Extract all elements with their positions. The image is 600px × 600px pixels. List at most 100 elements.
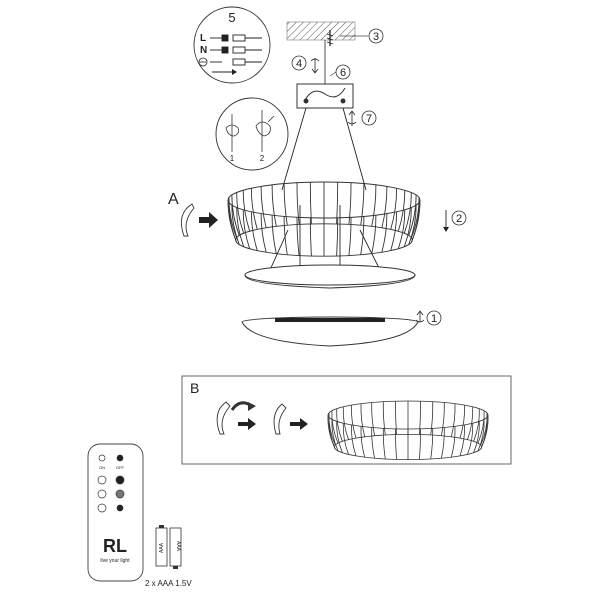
crystal-slat [348,217,352,256]
battery-type-2: AAA [175,541,181,552]
crystal-slat [348,182,352,225]
crystal-slat [231,205,240,245]
crystal-slat [403,192,412,234]
crystal-ring-small [327,400,489,460]
crystal-slat [242,190,251,232]
ceiling-hatch [286,21,356,41]
crystal-slat [450,426,456,458]
crystal-slat [390,188,398,230]
crystal-slat [271,184,277,227]
crystal-piece-a [180,203,195,237]
hand-step-1: 1 [230,154,235,163]
step-circle-1 [426,310,442,326]
crystal-slat [371,215,377,254]
crystal-slat [227,199,237,241]
crystal-slat [342,406,349,440]
step-circle-3 [368,28,384,44]
arrow-down-icon [443,210,449,232]
battery-caption: 2 x AAA 1.5V [145,579,192,588]
screw-down-icon [310,58,320,74]
crystal-slat [260,213,267,253]
rotate-arrow-icon [230,401,256,411]
brand-logo: RL [103,536,127,556]
cable-adjust-detail-circle [215,97,289,171]
section-a-label: A [168,191,179,208]
crystal-slat [450,403,456,437]
wire-label-l: L [200,33,206,44]
warm-light-icon [97,489,107,499]
remote-buttons [97,454,125,513]
sun-bright-icon [97,475,107,485]
crystal-slat [395,428,397,460]
step-number-2: 2 [456,213,462,225]
canopy [296,83,354,109]
cool-light-icon [115,489,125,499]
crystal-slat [336,182,339,225]
hand-step-2: 2 [260,154,265,163]
batteries [155,525,182,569]
crystal-slat [430,401,434,436]
terminal-block-icon [210,34,262,66]
power-off-button [116,454,124,462]
crystal-slat [390,211,398,251]
crystal-piece-b2 [273,403,287,435]
crystal-slat [250,211,258,251]
arrow-right-icon [212,69,237,75]
screw-icon [415,310,425,323]
crystal-slat [480,412,488,446]
section-b-label: B [190,380,199,396]
crystal-slat [360,426,366,458]
step-number-3: 3 [373,31,379,43]
wire-label-n: N [200,45,207,56]
cable-adjust-icon [347,110,357,126]
crystal-slat [430,428,434,460]
crystal-slat [231,194,240,236]
crystal-slat [283,216,288,255]
crystal-slat [360,403,366,437]
crystal-slat [441,427,445,459]
crystal-slat [473,421,480,453]
crystal-slat [477,410,485,444]
crystal-slat [242,209,251,249]
arrow-right-icon [238,418,256,430]
crystal-slat [236,207,245,247]
diffuser-dome [241,316,419,347]
crystal-slat [410,197,420,238]
crystal-slat [296,217,300,256]
base-plate [244,264,416,289]
crystal-slat [381,186,388,228]
crystal-slat [371,184,377,227]
crystal-slat [473,408,480,442]
crystal-slat [419,401,421,435]
step-number-1: 1 [431,313,437,325]
hand-icon [225,110,275,152]
crystal-slat [309,217,312,257]
dim-icon [115,475,125,485]
battery-type-1: AAA [159,542,165,553]
crystal-slat [381,213,388,253]
step-number-5: 5 [228,10,235,25]
crystal-slat [408,205,417,245]
crystal-slat [327,414,335,448]
crystal-slat [336,408,343,442]
crystal-piece-b1 [216,401,231,435]
crystal-slat [467,406,474,440]
on-label: ON [99,465,105,470]
crystal-slat [371,402,375,436]
crystal-slat [336,217,339,257]
crystal-slat [328,412,336,446]
crystal-slat [260,186,267,228]
crystal-slat [397,209,406,249]
crystal-slat [403,207,412,247]
power-on-button [98,454,106,462]
crystal-slat [371,427,375,459]
timer-icon [116,504,124,512]
crystal-slat [350,405,357,439]
crystal-slat [419,428,421,460]
step-number-6: 6 [340,67,346,79]
crystal-slat [271,215,277,254]
crystal-slat [250,188,258,230]
crystal-slat [382,428,386,460]
crystal-slat [459,405,466,439]
